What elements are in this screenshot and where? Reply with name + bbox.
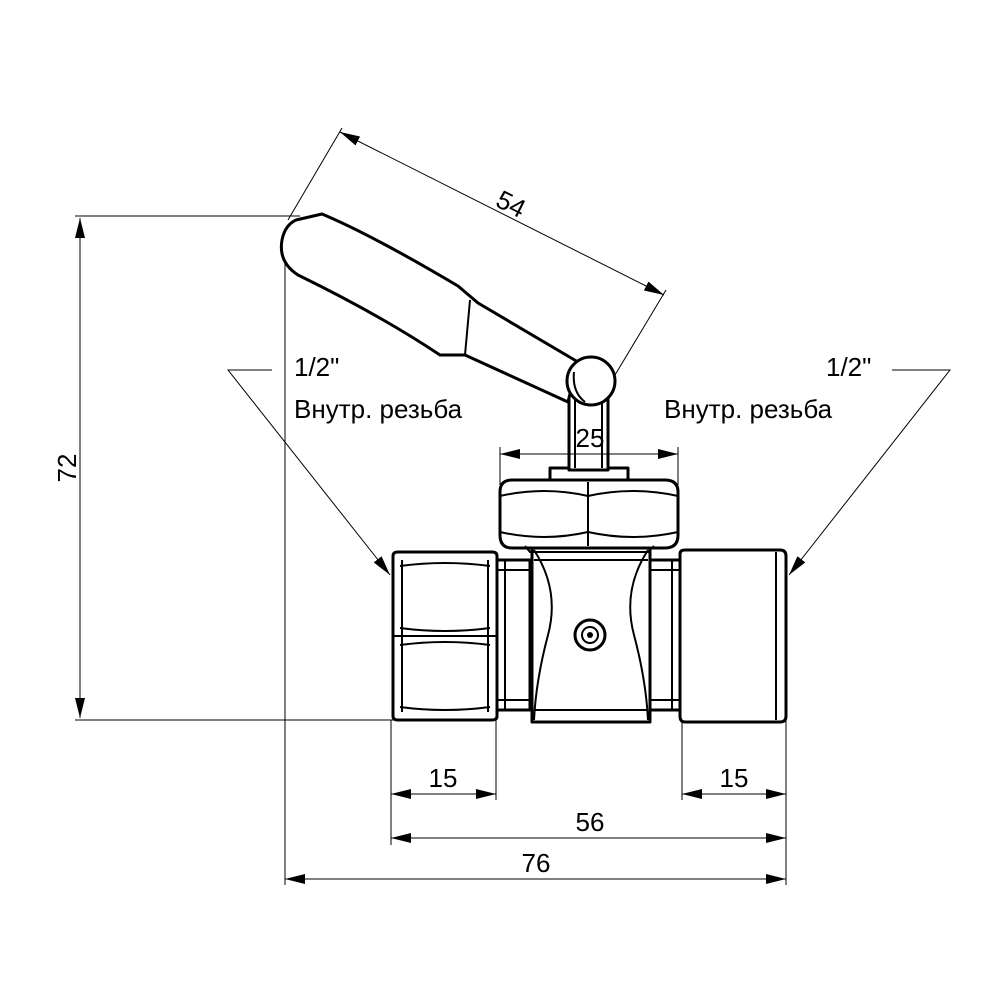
right-coupling [678, 548, 788, 724]
dimension-stem-width-label: 25 [576, 423, 605, 453]
left-callout-text: Внутр. резьба [294, 394, 463, 424]
right-callout-size: 1/2" [826, 352, 871, 382]
right-callout-text: Внутр. резьба [664, 394, 833, 424]
left-callout-size: 1/2" [294, 352, 339, 382]
left-thread-callout: 1/2" Внутр. резьба [226, 352, 463, 576]
dimension-body-length-label: 56 [576, 807, 605, 837]
handle-ball [565, 355, 617, 407]
dimension-right-thread-label: 15 [720, 763, 749, 793]
dimension-left-thread-label: 15 [429, 763, 458, 793]
handle-assembly [279, 212, 617, 472]
extension-lines [75, 127, 787, 885]
dimension-handle-length-label: 54 [491, 184, 530, 224]
right-neck [646, 558, 682, 712]
valve-body [391, 466, 788, 724]
dimension-handle-length [339, 131, 665, 296]
dimension-total-height-label: 72 [52, 454, 82, 483]
left-neck [495, 558, 532, 712]
right-thread-callout: 1/2" Внутр. резьба [664, 352, 952, 576]
dimension-total-length-label: 76 [522, 848, 551, 878]
